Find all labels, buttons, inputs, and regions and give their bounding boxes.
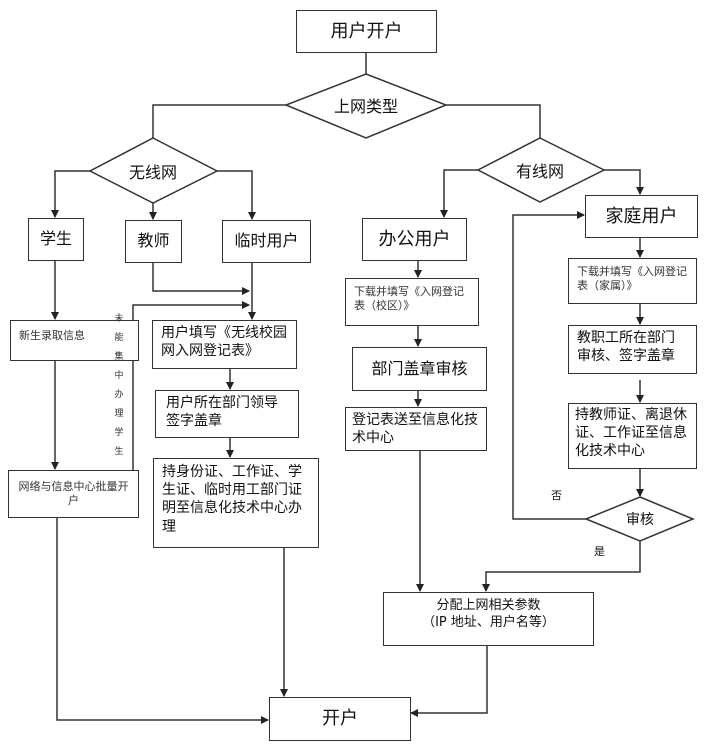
home-download-label: 下载并填写《入网登记表（家属）》 — [577, 265, 687, 293]
batch-account-label: 网络与信息中心批量开户 — [18, 479, 129, 507]
office-download-label: 下载并填写《入网登记表（校区）》 — [354, 285, 464, 313]
decision-wired: 有线网 — [490, 157, 590, 183]
decision-type-label: 上网类型 — [333, 97, 398, 116]
decision-review: 审核 — [605, 508, 675, 530]
home-certs-label: 持教师证、离退休证、工作证至信息化技术中心 — [575, 407, 687, 460]
assign-params-node: 分配上网相关参数 （IP 地址、用户名等） — [383, 592, 594, 646]
note-char: 能 — [114, 333, 124, 343]
temp-user-node: 临时用户 — [222, 220, 311, 263]
edge-review-no — [512, 211, 586, 520]
end-node: 开户 — [269, 697, 411, 741]
student-node: 学生 — [28, 218, 84, 261]
edge-type-to-wireless — [152, 104, 286, 138]
staff-dept-label: 教职工所在部门审核、签字盖章 — [577, 330, 675, 365]
decision-type: 上网类型 — [306, 92, 426, 118]
note-char: 中 — [114, 371, 124, 381]
dept-stamp-label: 部门盖章审核 — [371, 358, 468, 378]
start-node: 用户开户 — [296, 10, 437, 53]
temp-user-label: 临时用户 — [234, 231, 299, 251]
office-user-node: 办公用户 — [362, 218, 467, 261]
enroll-info-label: 新生录取信息 — [19, 329, 85, 342]
edge-batch-to-end — [56, 517, 269, 724]
teacher-label: 教师 — [137, 231, 170, 251]
end-label: 开户 — [322, 708, 358, 730]
send-form-label: 登记表送至信息化技术中心 — [352, 412, 478, 447]
review-yes-label: 是 — [594, 545, 605, 558]
edge-wired-to-home — [604, 169, 644, 195]
decision-review-label: 审核 — [626, 512, 654, 528]
enroll-info-node: 新生录取信息 — [10, 320, 139, 361]
start-label: 用户开户 — [330, 20, 403, 42]
note-char: 办 — [114, 390, 124, 400]
edge-unprocessed-students — [132, 301, 250, 470]
note-char: 生 — [114, 447, 124, 457]
edge-teacher-to-form — [152, 262, 250, 295]
dept-stamp-node: 部门盖章审核 — [352, 347, 487, 391]
office-download-node: 下载并填写《入网登记表（校区）》 — [345, 278, 479, 326]
note-char: 理 — [114, 409, 124, 419]
dept-sign-node: 用户所在部门领导签字盖章 — [155, 390, 299, 438]
note-char: 集 — [114, 352, 124, 362]
send-form-node: 登记表送至信息化技术中心 — [345, 407, 487, 451]
assign-params-line2: （IP 地址、用户名等） — [422, 614, 555, 630]
decision-wired-label: 有线网 — [515, 162, 564, 181]
decision-wired-shape — [476, 137, 606, 203]
office-user-label: 办公用户 — [378, 228, 451, 250]
home-user-node: 家庭用户 — [585, 195, 698, 238]
edge-wired-to-office — [440, 169, 478, 218]
student-label: 学生 — [39, 229, 72, 249]
fill-form-label: 用户填写《无线校园网入网登记表》 — [161, 325, 287, 360]
teacher-node: 教师 — [125, 220, 182, 263]
fill-form-node: 用户填写《无线校园网入网登记表》 — [152, 320, 297, 369]
submit-docs-label: 持身份证、工作证、学生证、临时用工部门证明至信息化技术中心办理 — [162, 464, 302, 535]
decision-wireless-label: 无线网 — [128, 163, 177, 182]
edge-wireless-to-student — [51, 170, 90, 218]
home-download-node: 下载并填写《入网登记表（家属）》 — [568, 258, 697, 304]
note-char: 未 — [114, 314, 124, 324]
edge-review-yes — [482, 541, 641, 592]
review-no-label: 否 — [551, 489, 562, 502]
home-user-label: 家庭用户 — [605, 205, 678, 227]
home-certs-node: 持教师证、离退休证、工作证至信息化技术中心 — [568, 403, 697, 469]
edge-type-to-wired — [446, 104, 541, 138]
submit-docs-node: 持身份证、工作证、学生证、临时用工部门证明至信息化技术中心办理 — [153, 458, 319, 548]
edge-wireless-to-temp — [217, 170, 256, 220]
decision-type-shape — [283, 73, 449, 139]
note-char: 学 — [114, 428, 124, 438]
batch-account-node: 网络与信息中心批量开户 — [8, 470, 139, 518]
unprocessed-students-note: 未能集中办理学生 — [112, 310, 126, 462]
staff-dept-node: 教职工所在部门审核、签字盖章 — [568, 325, 697, 374]
edge-assign-to-end — [410, 645, 488, 717]
decision-wireless: 无线网 — [103, 158, 203, 184]
assign-params-line1: 分配上网相关参数 — [436, 598, 541, 613]
dept-sign-label: 用户所在部门领导签字盖章 — [166, 395, 278, 430]
